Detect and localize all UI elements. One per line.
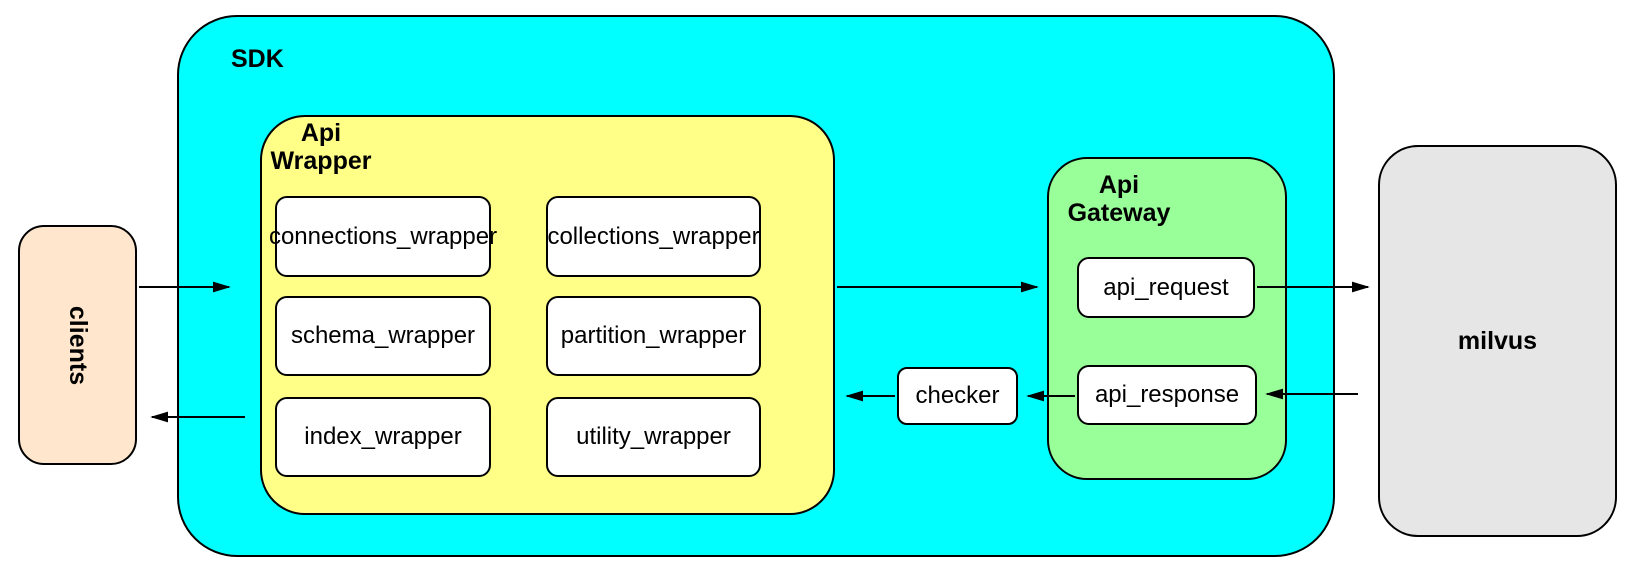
node-utility-wrapper: utility_wrapper [546, 397, 761, 477]
node-api-response: api_response [1077, 365, 1257, 425]
node-api-request-label: api_request [1103, 273, 1229, 301]
node-utility-wrapper-label: utility_wrapper [576, 423, 731, 450]
node-checker: checker [897, 367, 1018, 425]
node-index-wrapper-label: index_wrapper [304, 423, 462, 450]
node-collections-wrapper: collections_wrapper [546, 196, 761, 277]
api-gateway-container: Api Gateway [1047, 157, 1287, 480]
api-wrapper-label-line2: Wrapper [270, 147, 372, 175]
node-clients-label: clients [63, 305, 92, 385]
node-checker-label: checker [915, 382, 1000, 409]
node-schema-wrapper: schema_wrapper [275, 296, 491, 376]
node-schema-wrapper-label: schema_wrapper [290, 322, 476, 349]
node-api-request: api_request [1077, 257, 1255, 318]
api-gateway-label-line2: Gateway [1067, 199, 1171, 227]
node-connections-wrapper: connections_wrapper [269, 196, 497, 277]
node-milvus: milvus [1378, 145, 1617, 537]
api-gateway-label-line1: Api [1098, 171, 1140, 199]
api-wrapper-label-line1: Api [300, 119, 342, 147]
node-partition-wrapper-label: partition_wrapper [560, 322, 747, 349]
api-wrapper-label: Api Wrapper [270, 119, 372, 175]
api-gateway-label: Api Gateway [1063, 171, 1175, 227]
node-index-wrapper: index_wrapper [275, 397, 491, 477]
node-collections-wrapper-label: collections_wrapper [547, 222, 760, 250]
node-clients: clients [18, 225, 137, 465]
node-api-response-label: api_response [1094, 381, 1240, 408]
node-partition-wrapper: partition_wrapper [546, 296, 761, 376]
sdk-label: SDK [231, 45, 284, 73]
node-milvus-label: milvus [1457, 326, 1538, 355]
node-connections-wrapper-label: connections_wrapper [268, 222, 498, 250]
